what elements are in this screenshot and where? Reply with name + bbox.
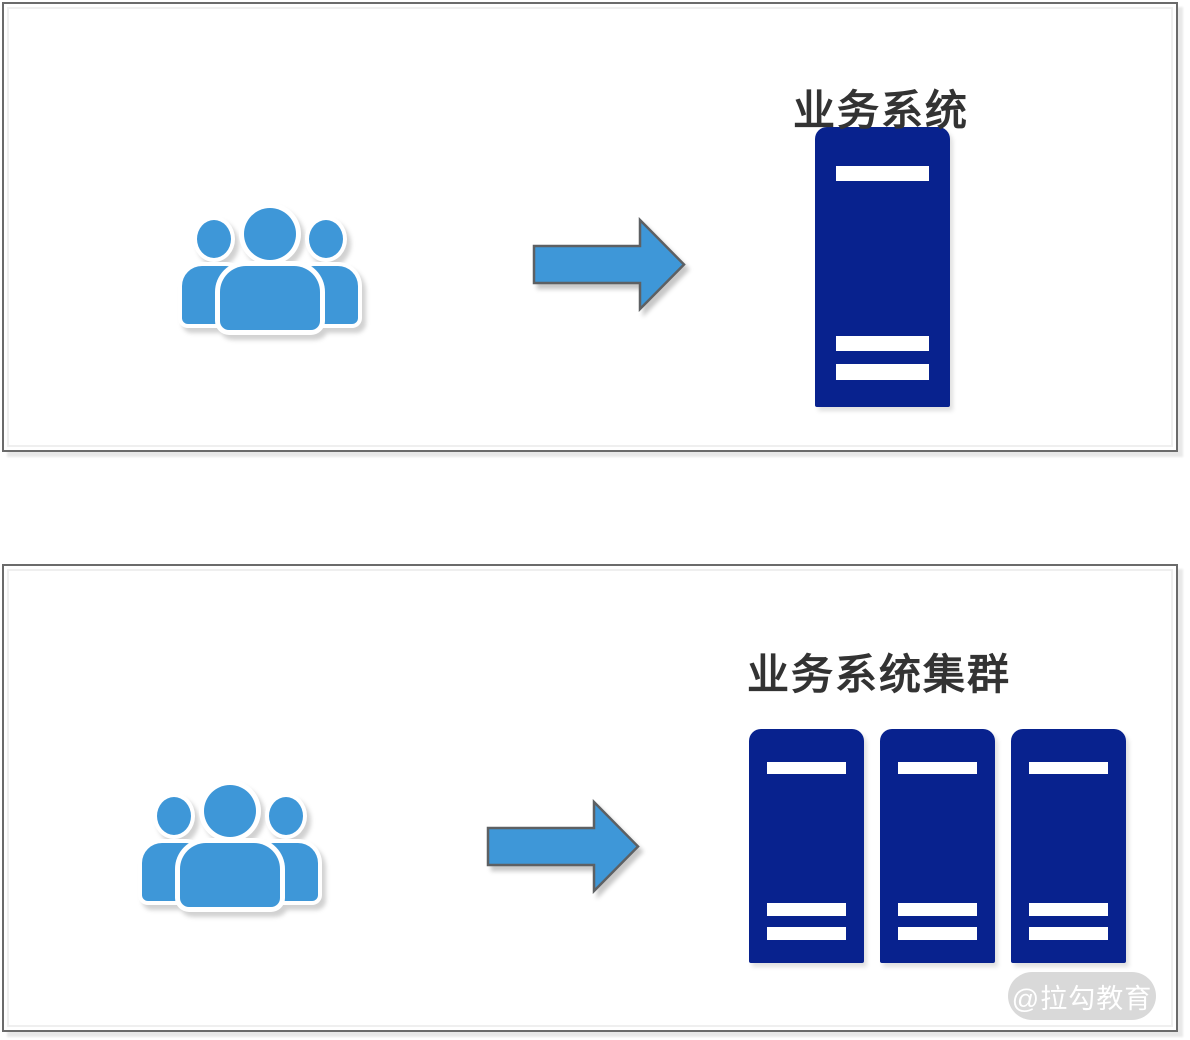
person-torso <box>220 266 320 330</box>
person-front <box>220 208 320 330</box>
server-slot-bar <box>835 335 930 351</box>
users-group-icon <box>182 208 358 330</box>
server-icon <box>749 729 864 963</box>
person-head <box>269 797 303 835</box>
person-torso <box>180 843 280 907</box>
server-slot-bar <box>1028 761 1109 775</box>
cluster-system-panel: 业务系统集群 <box>2 564 1178 1032</box>
person-head <box>157 797 191 835</box>
watermark-text: @拉勾教育 <box>1011 983 1153 1014</box>
server-slot-bar <box>766 927 847 941</box>
server-icon <box>880 729 995 963</box>
server-slot-bar <box>897 927 978 941</box>
server-icon <box>815 127 950 407</box>
server-slot-bar <box>766 761 847 775</box>
single-system-panel: 业务系统 <box>2 2 1178 452</box>
server-icon <box>1011 729 1126 963</box>
person-head <box>309 220 343 258</box>
server-slot-bar <box>1028 927 1109 941</box>
server-slot-bar <box>897 903 978 916</box>
server-slot-bar <box>1028 903 1109 916</box>
server-slot-bar <box>835 165 930 182</box>
person-front <box>180 785 280 907</box>
server-slot-bar <box>897 761 978 775</box>
users-group-icon <box>142 785 318 907</box>
server-slot-bar <box>766 903 847 916</box>
person-head <box>204 785 256 837</box>
right-arrow-icon <box>532 217 686 312</box>
person-head <box>197 220 231 258</box>
server-slot-bar <box>835 364 930 380</box>
watermark-badge: @拉勾教育 <box>1008 972 1156 1020</box>
person-head <box>244 208 296 260</box>
panel-title: 业务系统集群 <box>746 650 1012 698</box>
panel-title: 业务系统 <box>792 86 970 134</box>
server-cluster <box>749 729 1126 963</box>
right-arrow-icon <box>486 799 640 894</box>
